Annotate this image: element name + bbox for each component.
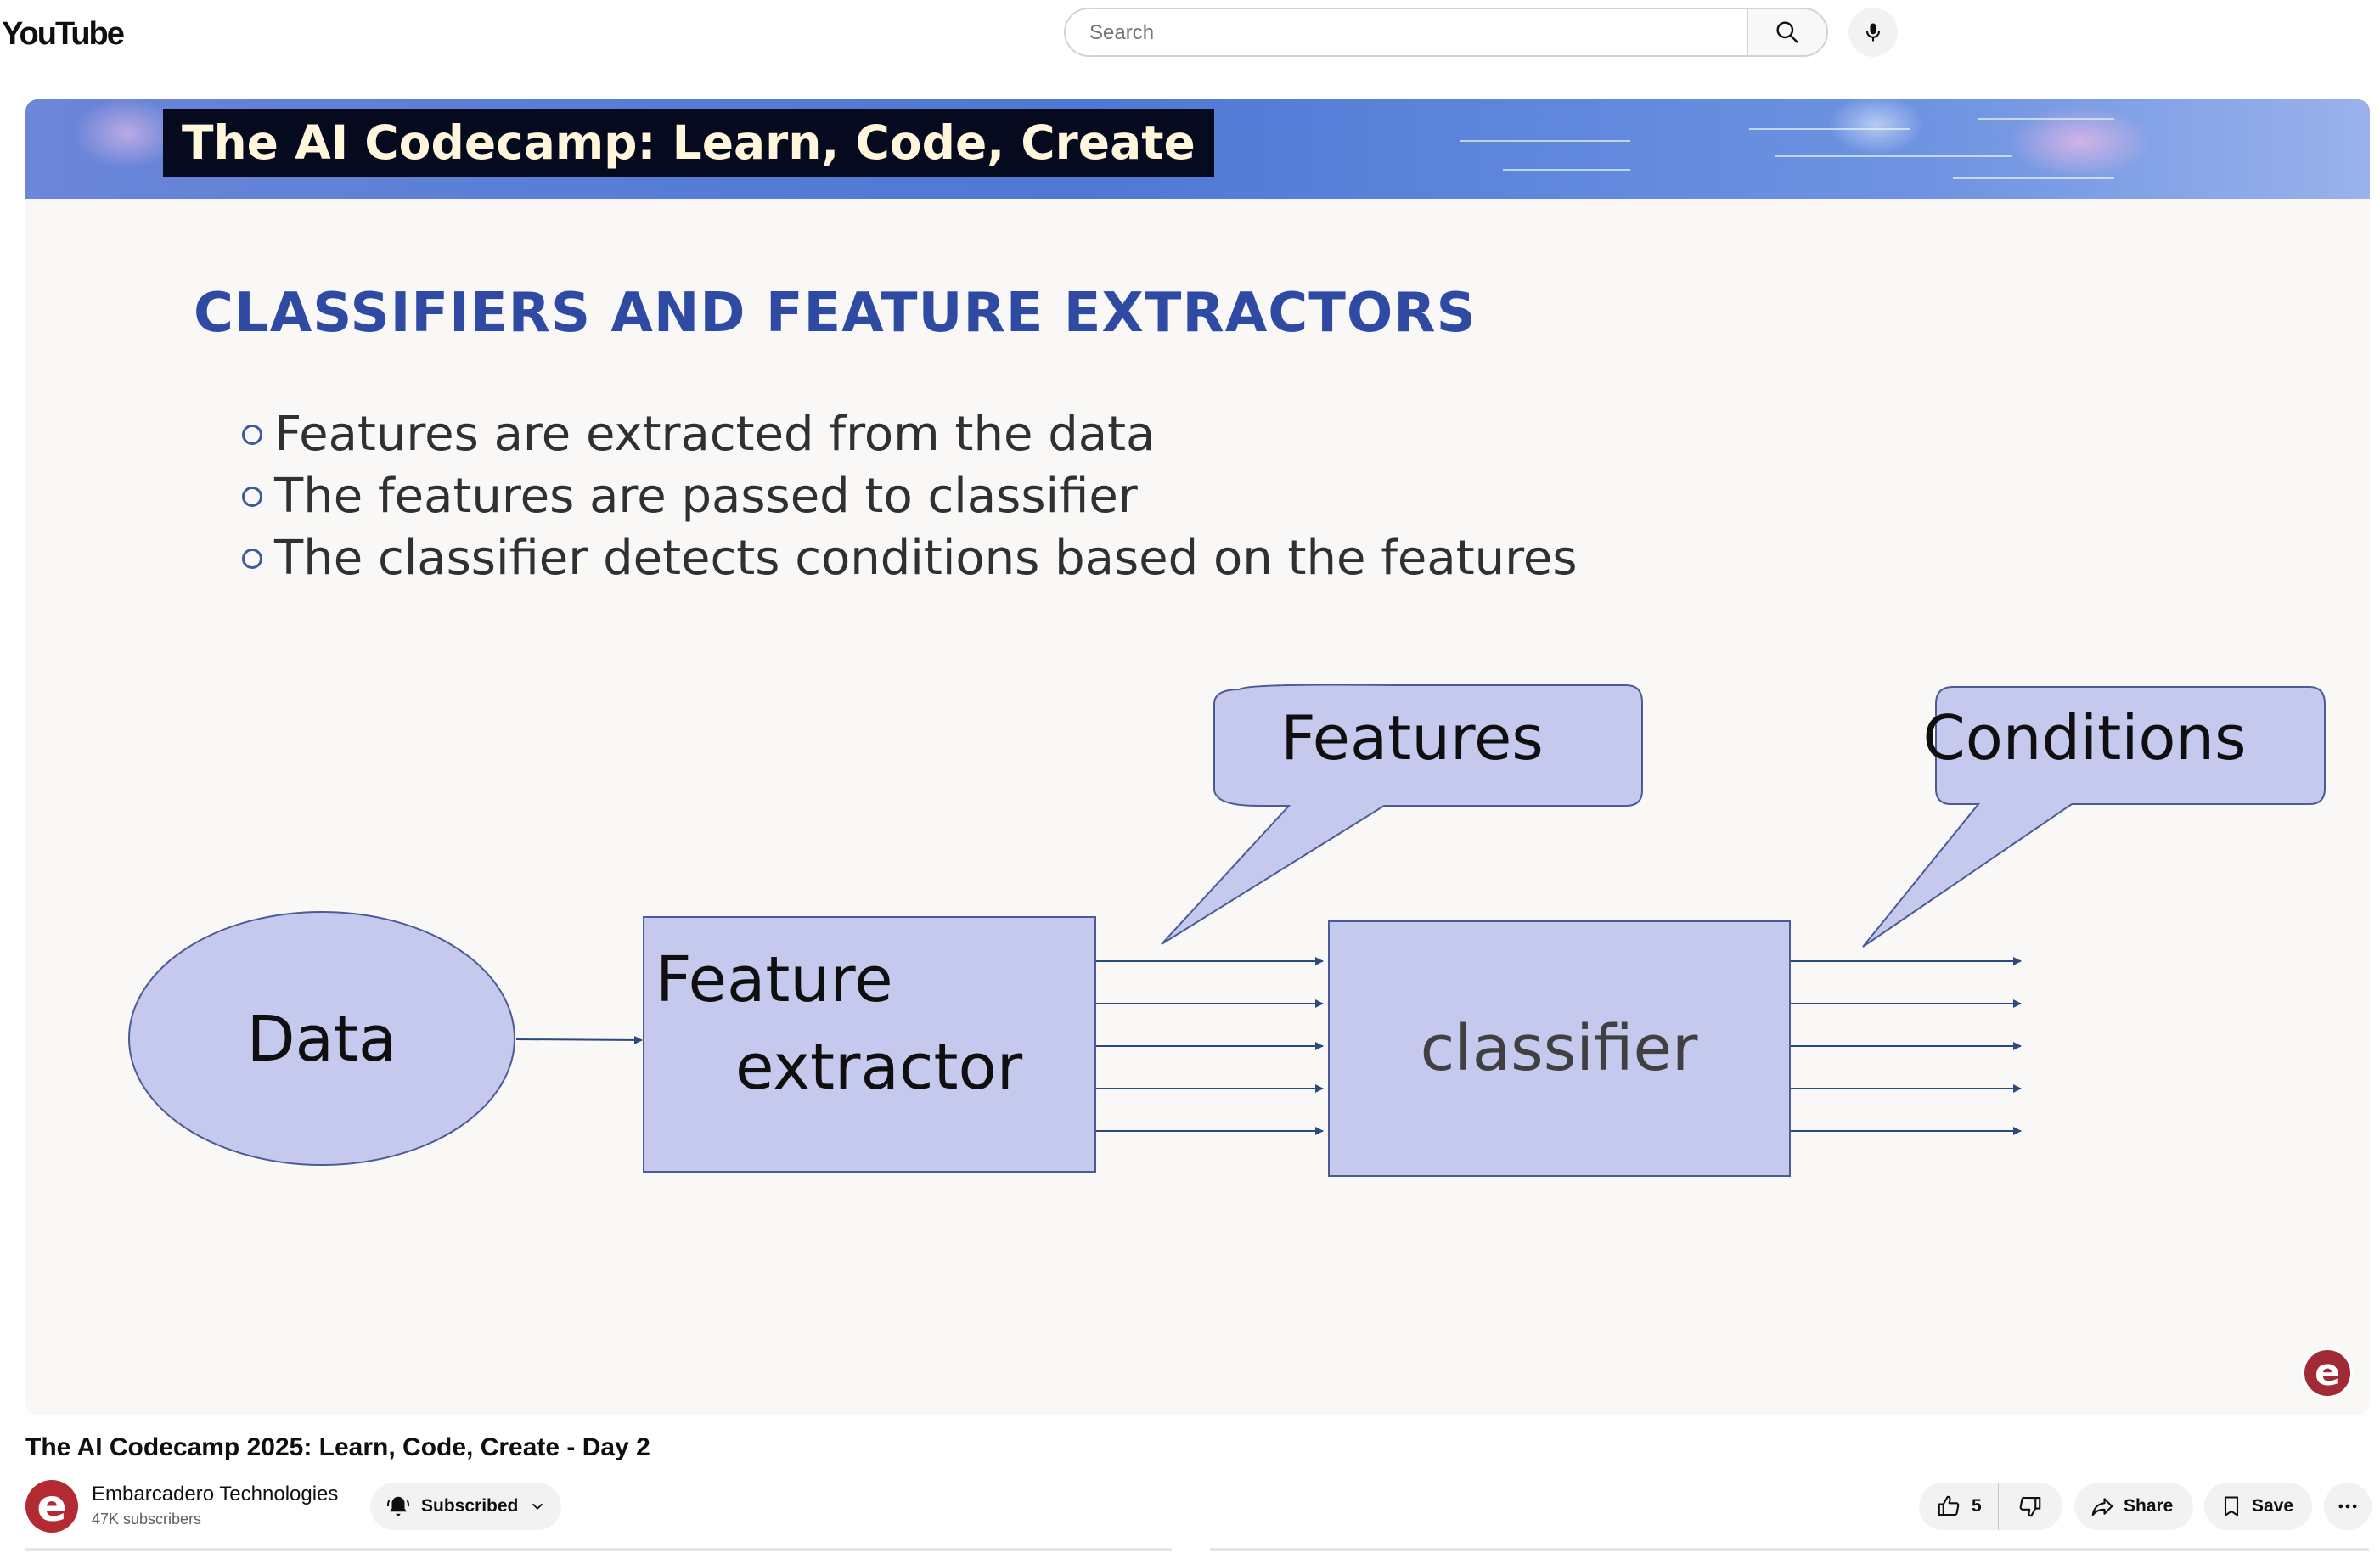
data-node-label: Data — [247, 1003, 397, 1076]
chevron-down-icon — [532, 1503, 543, 1511]
features-callout-label: Features — [1280, 702, 1544, 774]
save-button[interactable]: Save — [2204, 1483, 2312, 1530]
circle-bullet-icon — [242, 425, 262, 445]
save-label: Save — [2252, 1496, 2294, 1516]
like-button[interactable]: 5 — [1919, 1483, 1999, 1530]
section-divider — [25, 1548, 1172, 1551]
thumbs-up-icon — [1938, 1495, 1960, 1516]
bullet-item: The classifier detects conditions based … — [217, 527, 1578, 589]
features-callout — [1161, 684, 1643, 945]
video-player[interactable]: The AI Codecamp: Learn, Code, Create CLA… — [25, 99, 2370, 1415]
flow-diagram: Features Conditions Data Feature extract… — [128, 684, 2326, 1177]
feature-extractor-label-line1: Feature — [655, 943, 893, 1016]
bell-icon — [386, 1496, 410, 1516]
feature-extractor-node — [643, 916, 1096, 1173]
slide-title: CLASSIFIERS AND FEATURE EXTRACTORS — [194, 282, 1477, 345]
bullet-item: The features are passed to classifier — [217, 465, 1578, 527]
share-button[interactable]: Share — [2074, 1483, 2193, 1530]
channel-avatar[interactable]: e — [25, 1480, 78, 1533]
slide-banner: The AI Codecamp: Learn, Code, Create — [25, 99, 2370, 199]
more-horizontal-icon — [2338, 1504, 2357, 1509]
search-icon — [1776, 21, 1798, 43]
classifier-node — [1328, 920, 1791, 1177]
video-title: The AI Codecamp 2025: Learn, Code, Creat… — [25, 1433, 650, 1461]
bookmark-icon — [2224, 1496, 2239, 1516]
banner-title: The AI Codecamp: Learn, Code, Create — [163, 109, 1214, 177]
like-count: 5 — [1972, 1496, 1982, 1516]
search-box — [1064, 8, 1747, 57]
like-dislike-group: 5 — [1919, 1483, 2062, 1530]
more-actions-button[interactable] — [2324, 1483, 2372, 1530]
bullet-list: Features are extracted from the data The… — [217, 403, 1578, 589]
search-input[interactable] — [1088, 9, 1719, 57]
classifier-label: classifier — [1421, 1012, 1698, 1085]
data-node — [128, 911, 515, 1166]
search-button[interactable] — [1747, 8, 1828, 57]
bullet-item: Features are extracted from the data — [217, 403, 1578, 465]
circle-bullet-icon — [242, 549, 262, 569]
channel-watermark-logo[interactable]: e — [2302, 1348, 2353, 1398]
subscribed-label: Subscribed — [421, 1496, 519, 1516]
thumbs-down-icon — [2019, 1496, 2041, 1517]
conditions-callout — [1862, 686, 2326, 948]
circle-bullet-icon — [242, 487, 262, 507]
subscribed-button[interactable]: Subscribed — [370, 1483, 561, 1530]
voice-search-button[interactable] — [1848, 8, 1898, 57]
subscriber-count: 47K subscribers — [92, 1511, 202, 1528]
data-arrow — [515, 1035, 643, 1044]
youtube-logo[interactable]: YouTube — [2, 16, 125, 52]
feature-extractor-label-line2: extractor — [735, 1031, 1023, 1104]
conditions-callout-label: Conditions — [1922, 702, 2246, 774]
share-label: Share — [2124, 1496, 2174, 1516]
share-arrow-icon — [2091, 1498, 2113, 1516]
microphone-icon — [1865, 23, 1881, 42]
dislike-button[interactable] — [1999, 1483, 2062, 1530]
section-divider — [1210, 1548, 2369, 1551]
channel-name[interactable]: Embarcadero Technologies — [92, 1483, 339, 1505]
